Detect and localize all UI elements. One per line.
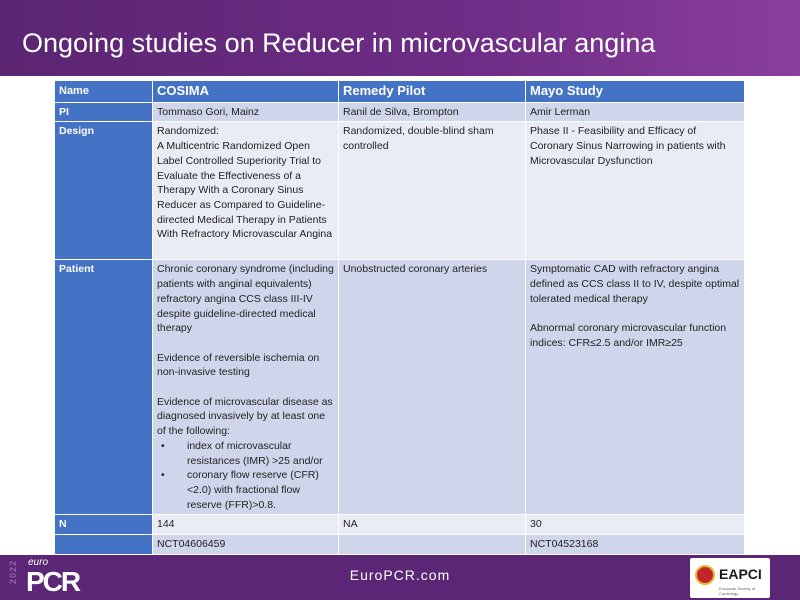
cell: Tommaso Gori, Mainz bbox=[152, 101, 339, 123]
list-item: index of microvascular resistances (IMR)… bbox=[157, 439, 334, 468]
cell: Ranil de Silva, Brompton bbox=[338, 101, 526, 123]
text: Randomized: bbox=[157, 125, 219, 138]
title-bar: Ongoing studies on Reducer in microvascu… bbox=[0, 0, 800, 76]
heart-icon bbox=[695, 565, 715, 585]
cell bbox=[338, 534, 526, 555]
eapci-text: EAPCI bbox=[719, 566, 762, 582]
eapci-logo: EAPCI European Society of Cardiology bbox=[690, 558, 770, 598]
cell: NCT04523168 bbox=[525, 534, 745, 555]
table-row-nct: NCT04606459 NCT04523168 bbox=[54, 534, 745, 555]
row-label: Patient bbox=[54, 259, 153, 516]
table-row-patient: Patient Chronic coronary syndrome (inclu… bbox=[54, 259, 745, 516]
header-mayo: Mayo Study bbox=[525, 80, 745, 103]
table-row-pi: PI Tommaso Gori, Mainz Ranil de Silva, B… bbox=[54, 101, 745, 123]
row-label: PI bbox=[54, 101, 153, 123]
text: Chronic coronary syndrome (including pat… bbox=[157, 263, 334, 335]
row-label: N bbox=[54, 514, 153, 536]
footer: 2022 euro PCR EuroPCR.com EAPCI European… bbox=[0, 555, 800, 600]
criteria-list: index of microvascular resistances (IMR)… bbox=[157, 439, 334, 513]
header-name: Name bbox=[54, 80, 153, 103]
cell: Randomized: A Multicentric Randomized Ope… bbox=[152, 121, 339, 261]
cell: NCT04606459 bbox=[152, 534, 339, 555]
cell: Symptomatic CAD with refractory angina d… bbox=[525, 259, 745, 516]
table-header-row: Name COSIMA Remedy Pilot Mayo Study bbox=[54, 80, 745, 103]
site-url: EuroPCR.com bbox=[349, 567, 451, 583]
cell: Chronic coronary syndrome (including pat… bbox=[152, 259, 339, 516]
cell: Phase II - Feasibility and Efficacy of C… bbox=[525, 121, 745, 261]
row-label: Design bbox=[54, 121, 153, 261]
cell: Randomized, double-blind sham controlled bbox=[338, 121, 526, 261]
cell: 144 bbox=[152, 514, 339, 536]
logo-euro: euro bbox=[28, 557, 49, 568]
cell: NA bbox=[338, 514, 526, 536]
table-row-n: N 144 NA 30 bbox=[54, 514, 745, 536]
cell: 30 bbox=[525, 514, 745, 536]
text: Evidence of microvascular disease as dia… bbox=[157, 395, 333, 438]
header-cosima: COSIMA bbox=[152, 80, 339, 103]
row-label bbox=[54, 534, 153, 555]
cell: Amir Lerman bbox=[525, 101, 745, 123]
europcr-logo: PCR bbox=[26, 566, 81, 597]
text: Symptomatic CAD with refractory angina d… bbox=[530, 263, 740, 305]
esc-text: European Society of Cardiology bbox=[719, 586, 756, 596]
studies-table: Name COSIMA Remedy Pilot Mayo Study PI T… bbox=[54, 80, 745, 555]
text: Abnormal coronary microvascular function… bbox=[530, 322, 727, 349]
slide-title: Ongoing studies on Reducer in microvascu… bbox=[22, 28, 656, 58]
table-row-design: Design Randomized: A Multicentric Randomi… bbox=[54, 121, 745, 261]
list-item: coronary flow reserve (CFR) <2.0) with f… bbox=[157, 468, 334, 512]
text: A Multicentric Randomized Open Label Con… bbox=[157, 140, 333, 241]
cell: Unobstructed coronary arteries bbox=[338, 259, 526, 516]
text: Evidence of reversible ischemia on non-i… bbox=[157, 351, 320, 379]
header-remedy: Remedy Pilot bbox=[338, 80, 526, 103]
